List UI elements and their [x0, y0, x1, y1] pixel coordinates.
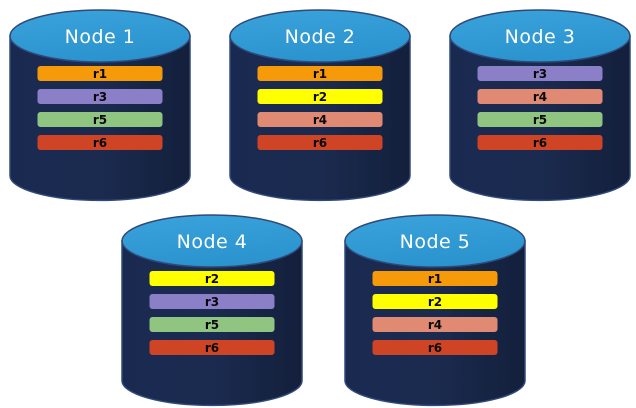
record-bar[interactable] [37, 112, 163, 127]
record-label: r3 [205, 295, 219, 309]
record-label: r1 [93, 67, 107, 81]
node-cylinder[interactable]: Node 1 r1 r3 r5 r6 [9, 9, 191, 202]
node-cylinder[interactable]: Node 2 r1 r2 r4 r6 [229, 9, 411, 202]
cylinder-top-disc [344, 214, 526, 268]
record-bar[interactable] [372, 294, 498, 309]
cylinder-top-disc [449, 9, 631, 63]
record-bar[interactable] [477, 112, 603, 127]
record-label: r4 [313, 113, 327, 127]
nodes-layer: Node 1 r1 r3 r5 r6 Node 2 r1 r2 r4 r6 Node 3 r3 r4 r5… [9, 9, 631, 407]
cylinder-top-disc [229, 9, 411, 63]
record-label: r6 [428, 341, 442, 355]
record-bar[interactable] [477, 66, 603, 81]
record-bar[interactable] [37, 89, 163, 104]
record-label: r6 [205, 341, 219, 355]
record-label: r3 [93, 90, 107, 104]
record-bar[interactable] [372, 317, 498, 332]
record-label: r2 [428, 295, 442, 309]
record-label: r3 [533, 67, 547, 81]
node-label: Node 1 [65, 26, 136, 48]
record-label: r2 [313, 90, 327, 104]
node-cylinder[interactable]: Node 3 r3 r4 r5 r6 [449, 9, 631, 202]
record-label: r5 [533, 113, 547, 127]
node-label: Node 3 [505, 26, 576, 48]
record-bar[interactable] [149, 317, 275, 332]
record-bar[interactable] [372, 340, 498, 355]
record-label: r6 [93, 136, 107, 150]
record-label: r6 [533, 136, 547, 150]
node-label: Node 5 [400, 231, 471, 253]
record-bar[interactable] [37, 66, 163, 81]
record-bar[interactable] [257, 135, 383, 150]
record-label: r1 [428, 272, 442, 286]
record-bar[interactable] [149, 294, 275, 309]
record-bar[interactable] [257, 112, 383, 127]
node-cylinder[interactable]: Node 5 r1 r2 r4 r6 [344, 214, 526, 407]
record-bar[interactable] [257, 66, 383, 81]
record-bar[interactable] [477, 135, 603, 150]
record-label: r5 [93, 113, 107, 127]
cylinder-top-disc [121, 214, 303, 268]
record-label: r4 [428, 318, 442, 332]
node-cylinder[interactable]: Node 4 r2 r3 r5 r6 [121, 214, 303, 407]
node-label: Node 4 [177, 231, 248, 253]
record-label: r6 [313, 136, 327, 150]
record-bar[interactable] [37, 135, 163, 150]
record-label: r4 [533, 90, 547, 104]
node-label: Node 2 [285, 26, 356, 48]
record-bar[interactable] [149, 271, 275, 286]
record-bar[interactable] [257, 89, 383, 104]
record-bar[interactable] [372, 271, 498, 286]
record-bar[interactable] [149, 340, 275, 355]
cylinder-top-disc [9, 9, 191, 63]
record-label: r2 [205, 272, 219, 286]
record-bar[interactable] [477, 89, 603, 104]
record-label: r1 [313, 67, 327, 81]
record-label: r5 [205, 318, 219, 332]
